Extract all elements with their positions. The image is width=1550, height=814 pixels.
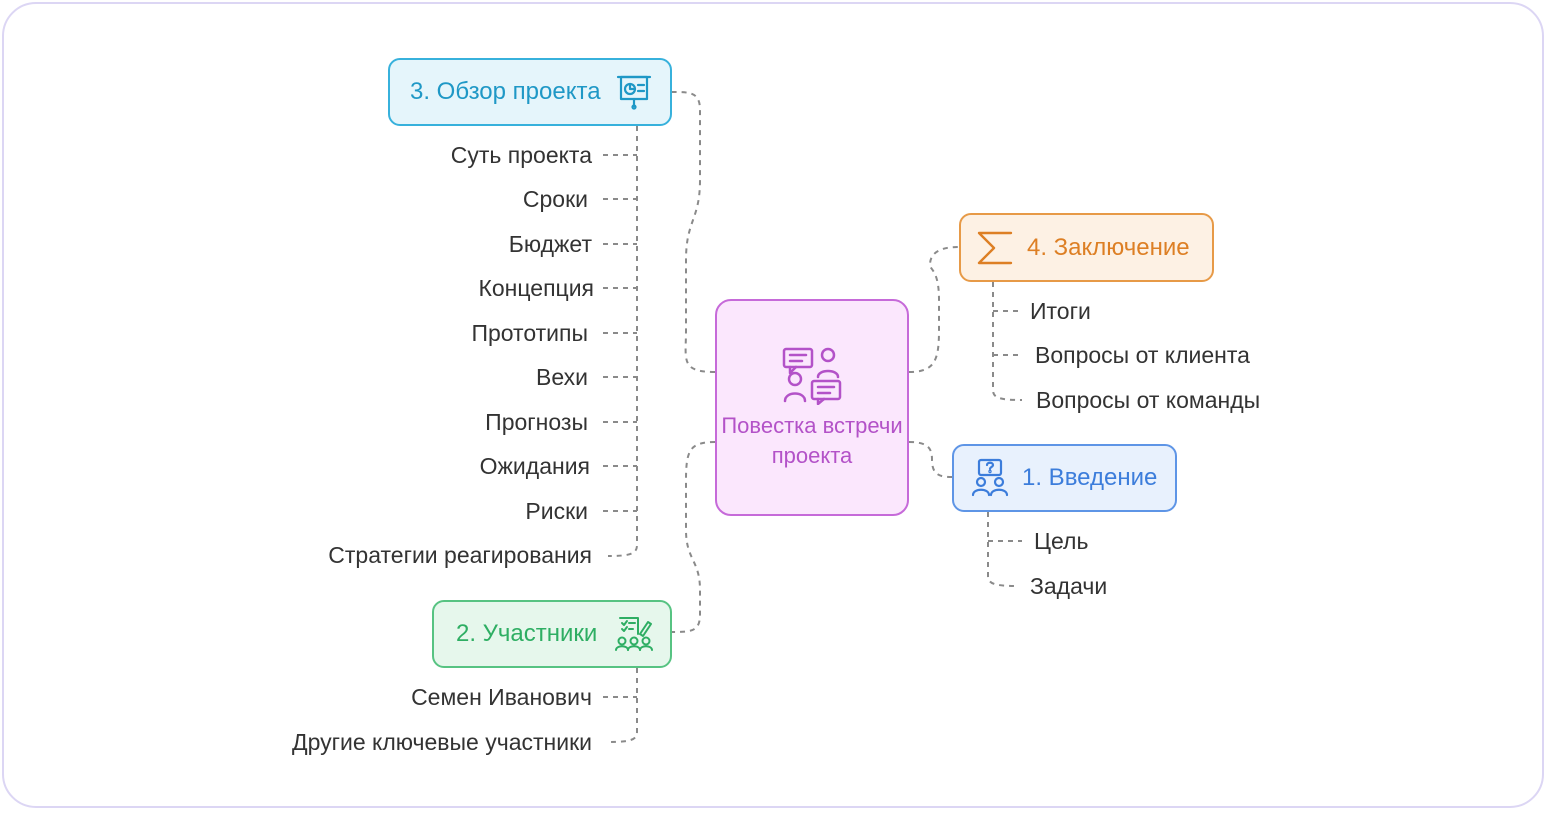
connector-center-overview: [671, 91, 716, 373]
conclusion-item: Вопросы от команды: [1036, 387, 1261, 413]
center-label: Повестка встречи проекта: [721, 412, 903, 468]
conclusion-item: Итоги: [1030, 298, 1091, 324]
intro-item: Задачи: [1030, 573, 1108, 599]
meeting-discussion-icon: [780, 345, 844, 405]
team-checklist-icon: [614, 614, 654, 654]
intro-label: 1. Введение: [1022, 464, 1158, 491]
intro-item: Цель: [1034, 528, 1089, 554]
conclusion-item: Вопросы от клиента: [1035, 342, 1250, 368]
group-question-icon: [970, 458, 1010, 498]
overview-label: 3. Обзор проекта: [410, 78, 601, 105]
participants-item: Семен Иванович: [411, 684, 592, 710]
overview-item: Суть проекта: [450, 142, 592, 168]
overview-item: Стратегии реагирования: [328, 542, 592, 568]
participants-node[interactable]: 2. Участники: [432, 600, 672, 668]
conclusion-node[interactable]: 4. Заключение: [959, 213, 1214, 282]
intro-spine: [987, 512, 1019, 587]
participants-item: Другие ключевые участники: [292, 729, 592, 755]
overview-item: Прототипы: [471, 320, 588, 346]
conclusion-spine: [992, 282, 1023, 401]
sigma-sum-icon: [975, 228, 1015, 268]
participants-label: 2. Участники: [456, 620, 598, 647]
overview-item: Вехи: [536, 364, 588, 390]
connector-center-intro: [908, 441, 953, 478]
overview-node[interactable]: 3. Обзор проекта: [388, 58, 672, 126]
conclusion-label: 4. Заключение: [1027, 233, 1190, 261]
center-node[interactable]: Повестка встречи проекта: [715, 299, 909, 516]
overview-item: Риски: [525, 498, 588, 524]
overview-item: Прогнозы: [485, 409, 588, 435]
connector-center-conclusion: [908, 246, 960, 373]
intro-node[interactable]: 1. Введение: [952, 444, 1177, 512]
connector-center-participants: [671, 441, 716, 633]
overview-item: Сроки: [522, 186, 588, 212]
overview-item: Концепция: [478, 275, 594, 301]
overview-item: Ожидания: [479, 453, 590, 479]
overview-item: Бюджет: [508, 231, 592, 257]
participants-spine: [607, 668, 638, 743]
presentation-board-icon: [614, 72, 654, 112]
overview-spine: [607, 126, 638, 557]
